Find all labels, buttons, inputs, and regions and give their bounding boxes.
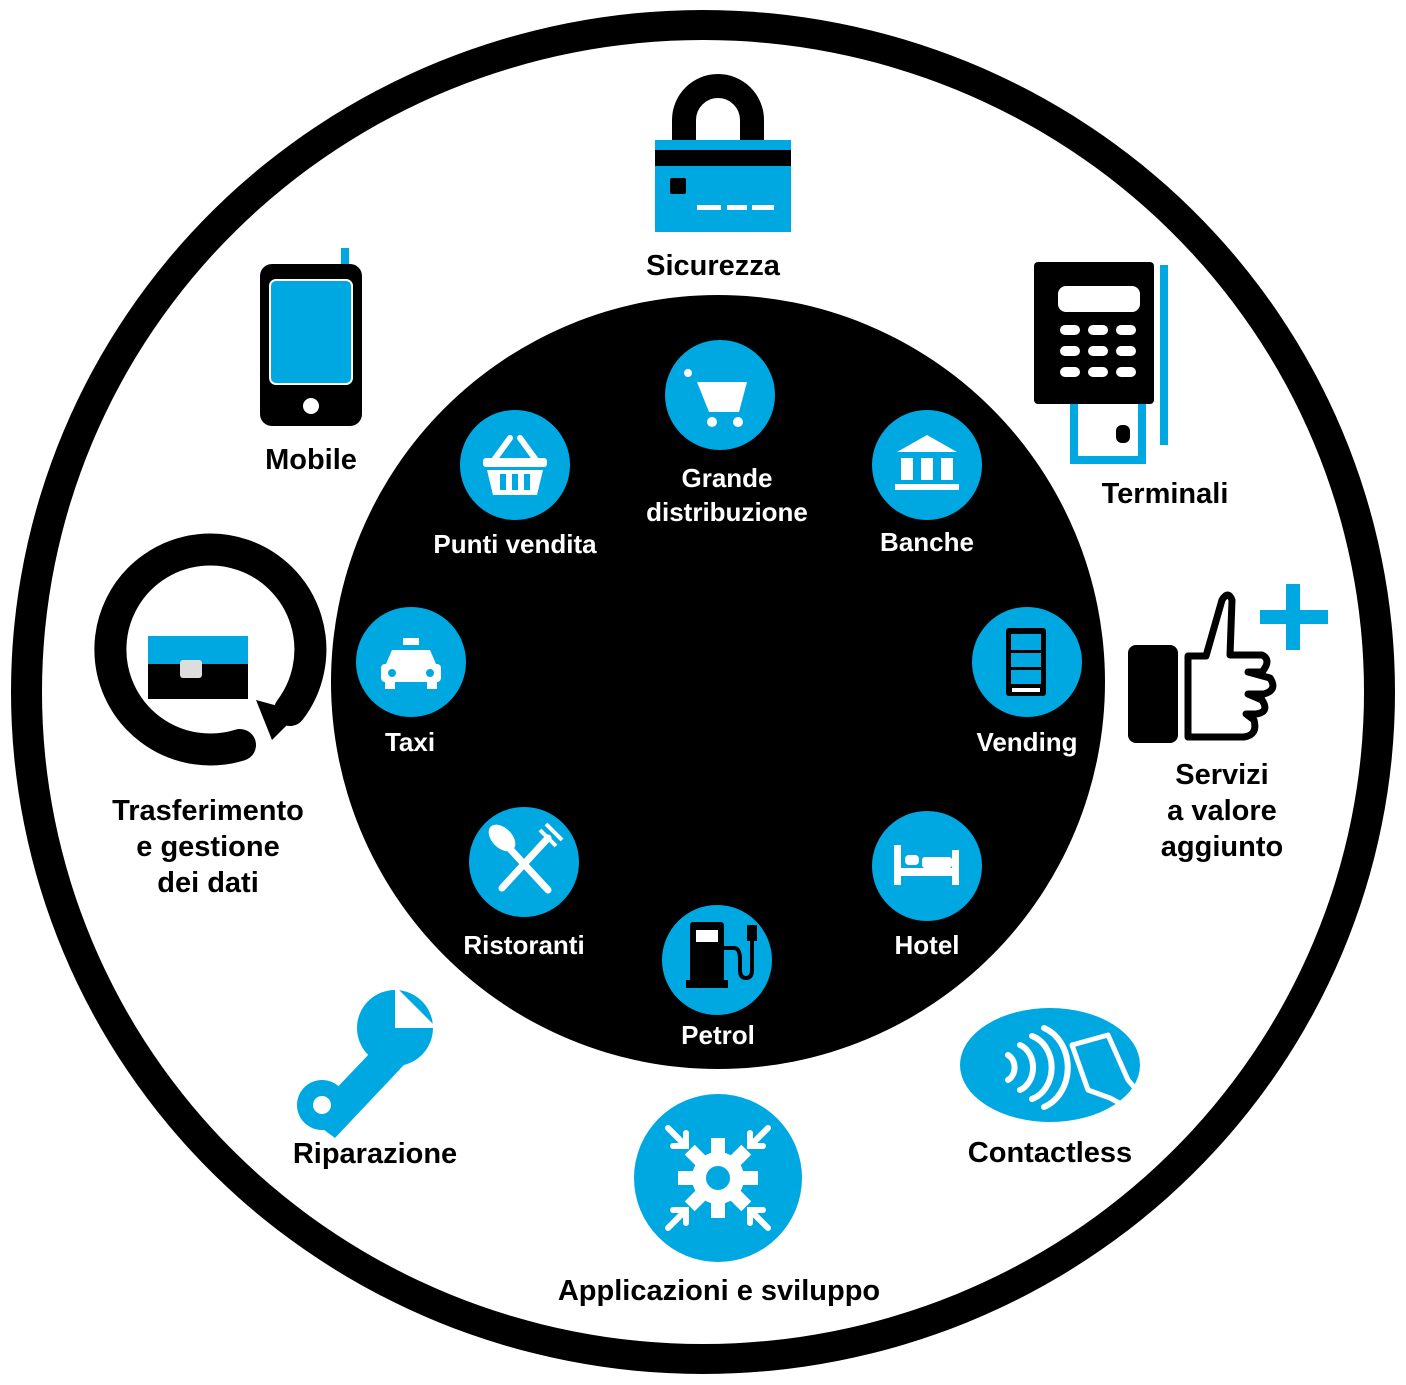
padlock-card-icon — [655, 74, 791, 232]
label-taxi: Taxi — [384, 727, 436, 757]
gear-arrows-icon — [634, 1094, 802, 1262]
label-terminali: Terminali — [1101, 478, 1229, 510]
label-grande-distribuzione: Grande distribuzione — [646, 463, 808, 527]
label-mobile: Mobile — [265, 444, 357, 476]
bed-icon — [872, 811, 982, 921]
label-banche: Banche — [880, 527, 974, 557]
fuel-pump-icon — [662, 905, 772, 1015]
label-sicurezza: Sicurezza — [646, 250, 780, 282]
label-vending: Vending — [976, 727, 1078, 757]
bank-icon — [872, 410, 982, 520]
label-applicazioni: Applicazioni e sviluppo — [557, 1275, 881, 1307]
vending-machine-icon — [972, 607, 1082, 717]
label-petrol: Petrol — [681, 1020, 755, 1050]
thumbs-up-plus-icon — [1128, 584, 1328, 743]
label-hotel: Hotel — [894, 930, 960, 960]
basket-icon — [460, 410, 570, 520]
contactless-card-icon — [960, 1008, 1148, 1122]
wrench-icon — [297, 986, 437, 1138]
card-rotate-icon — [94, 533, 327, 766]
mobile-phone-icon — [260, 248, 362, 426]
shopping-cart-icon — [665, 340, 775, 450]
taxi-icon — [356, 607, 466, 717]
label-contactless: Contactless — [967, 1137, 1133, 1169]
label-trasferimento: Trasferimento e gestione dei dati — [112, 795, 304, 899]
label-riparazione: Riparazione — [292, 1138, 458, 1170]
fork-spoon-icon — [469, 807, 579, 917]
label-punti-vendita: Punti vendita — [433, 529, 597, 559]
label-ristoranti: Ristoranti — [463, 930, 585, 960]
label-servizi: Servizi a valore aggiunto — [1160, 759, 1284, 863]
payment-terminal-icon — [1034, 262, 1168, 464]
